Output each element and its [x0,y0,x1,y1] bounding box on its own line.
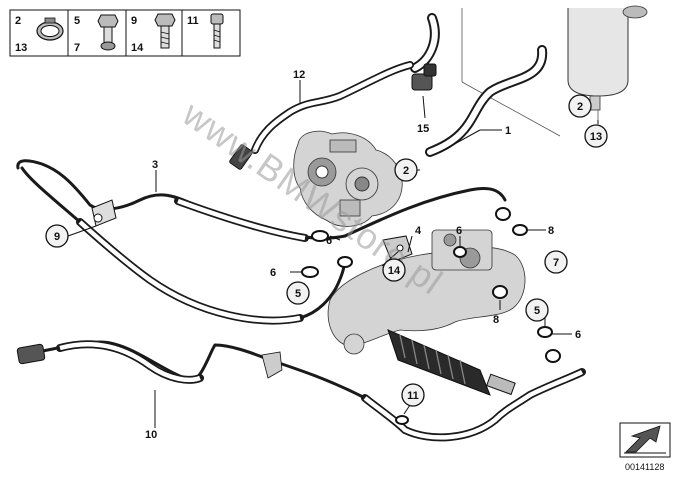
seal-ring [337,256,353,268]
label-4: 4 [415,225,422,237]
seal-ring [301,266,319,278]
label-1: 1 [505,125,511,137]
legend-box: 2 13 5 7 9 14 11 [9,9,241,57]
label-15: 15 [417,123,429,135]
seal-ring [512,224,528,236]
seal-ring [537,326,553,338]
callout-5-right: 5 [525,298,549,322]
legend-label-9: 9 [131,15,137,27]
callout-2-top: 2 [568,94,592,118]
hose-clip-15 [411,63,437,91]
bracket-4 [382,235,413,263]
legend-label-2: 2 [15,15,21,27]
legend-label-14: 14 [131,42,144,54]
callout-14: 14 [382,258,406,282]
seal-ring [495,207,511,221]
seal-rings [301,207,561,425]
callout-9: 9 [45,224,69,248]
label-6-d: 6 [575,329,581,341]
seal-ring [545,349,561,363]
label-3: 3 [152,159,158,171]
bracket [91,199,117,227]
steering-rack [327,229,526,396]
hose-12 [229,61,414,170]
hose-9 [20,166,347,325]
seal-ring [311,230,329,242]
seal-ring [492,285,508,299]
reservoir [461,5,648,137]
legend-label-11: 11 [187,15,199,27]
callout-5-left: 5 [286,281,310,305]
callout-11: 11 [401,383,425,407]
legend-label-5: 5 [74,15,80,27]
svg-text:11: 11 [407,390,419,402]
torx-bolt-icon [210,13,224,49]
legend-label-13: 13 [15,42,27,54]
power-steering-pump [293,130,403,227]
callout-2-mid: 2 [394,158,418,182]
diagram-code: 00141128 [625,462,664,472]
leader-lines [67,80,599,428]
direction-arrow-icon [619,422,671,458]
svg-text:9: 9 [54,231,60,243]
hose-clamp-icon [36,17,64,41]
label-8-a: 8 [548,225,554,237]
label-10: 10 [145,429,157,441]
callout-13: 13 [584,124,608,148]
svg-text:5: 5 [534,305,540,317]
label-6-c: 6 [270,267,276,279]
label-6-b: 6 [456,225,462,237]
svg-text:7: 7 [553,257,559,269]
svg-text:2: 2 [403,165,409,177]
label-6-a: 6 [326,235,332,247]
hex-bolt-icon [154,13,176,49]
label-12: 12 [293,69,305,81]
hose-1 [410,13,548,157]
legend-label-7: 7 [74,42,80,54]
rack-boot [387,329,491,396]
hose-3 [16,159,507,242]
svg-text:14: 14 [388,265,401,277]
banjo-bolt-icon [97,14,119,51]
label-8-b: 8 [493,314,499,326]
seal-ring [453,246,467,258]
svg-text:2: 2 [577,101,583,113]
svg-text:13: 13 [590,131,602,143]
seal-ring [395,415,409,425]
svg-text:5: 5 [295,288,301,300]
callout-7: 7 [544,250,568,274]
